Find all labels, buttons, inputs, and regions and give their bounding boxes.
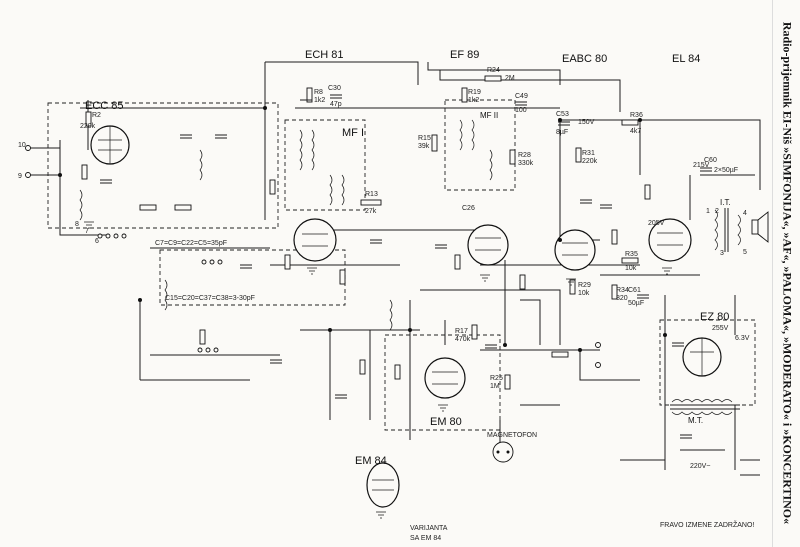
voltage-6v3: 6.3V xyxy=(735,335,750,342)
voltage-255: 255V xyxy=(712,325,729,332)
terminal-7: 7 xyxy=(85,228,89,235)
part-r17: R17 xyxy=(455,328,468,335)
label-cap-group-1: C7=C9=C22=C5=35pF xyxy=(155,240,227,247)
input-terminals xyxy=(25,145,601,368)
part-r2: R2 xyxy=(92,112,101,119)
label-delay-note: FRAVO IZMENE ZADRŽANO! xyxy=(660,520,754,529)
part-r13: R13 xyxy=(365,191,378,198)
tube-eabc80 xyxy=(554,229,596,271)
part-c60: C60 xyxy=(704,157,717,164)
tube-ef89 xyxy=(467,224,509,266)
part-r19-value: 1k2 xyxy=(468,97,479,104)
side-title: Radio-prijemnik EI-Niš »SIMFONIJA«, »AF«… xyxy=(780,21,795,525)
tube-ecc85 xyxy=(90,125,130,165)
part-r31-value: 220k xyxy=(582,158,598,165)
loudspeaker-icon xyxy=(751,211,769,243)
label-mains-voltage: 220V~ xyxy=(690,463,710,470)
part-r13-value: 27k xyxy=(365,208,377,215)
resistors xyxy=(81,75,651,390)
voltage-150: 150V xyxy=(578,119,595,126)
tube-em80 xyxy=(424,357,466,399)
part-r15: R15 xyxy=(418,135,431,142)
ground-symbols xyxy=(84,221,672,519)
terminal-9: 9 xyxy=(18,173,22,180)
capacitors xyxy=(100,94,712,439)
voltage-205: 205V xyxy=(648,220,665,227)
side-title-strip: Radio-prijemnik EI-Niš »SIMFONIJA«, »AF«… xyxy=(772,0,800,547)
part-r19: R19 xyxy=(468,89,481,96)
terminal-3: 3 xyxy=(720,250,724,257)
part-r24-value: 2M xyxy=(505,75,515,82)
coils xyxy=(79,119,741,415)
part-r25: R25 xyxy=(490,375,503,382)
part-c30: C30 xyxy=(328,85,341,92)
part-r28-value: 330k xyxy=(518,160,534,167)
part-r29-value: 10k xyxy=(578,290,590,297)
band-switch xyxy=(97,233,223,353)
label-cap-group-2: C15=C20=C37=C38=3-30pF xyxy=(165,295,255,302)
label-em84: EM 84 xyxy=(355,455,387,467)
magnetofon-jack-icon xyxy=(492,441,514,463)
label-mf1: MF I xyxy=(342,127,364,139)
part-c49-value: 100 xyxy=(515,107,527,114)
tube-ez80 xyxy=(682,337,722,377)
part-r8: R8 xyxy=(314,89,323,96)
label-ez80: EZ 80 xyxy=(700,311,729,323)
label-it: I.T. xyxy=(720,198,731,207)
part-c53: C53 xyxy=(556,111,569,118)
part-c26: C26 xyxy=(462,205,475,212)
part-r34-value: 820 xyxy=(616,295,628,302)
label-mt: M.T. xyxy=(688,416,703,425)
part-c61: C61 xyxy=(628,287,641,294)
part-c30-value: 47p xyxy=(330,101,342,108)
radio-schematic: ECC 85 ECH 81 EF 89 EABC 80 EL 84 EZ 80 … xyxy=(18,49,769,542)
labels: ECC 85 ECH 81 EF 89 EABC 80 EL 84 EZ 80 … xyxy=(18,49,754,542)
tube-ech81 xyxy=(293,218,337,262)
part-r35: R35 xyxy=(625,251,638,258)
terminal-5: 5 xyxy=(743,249,747,256)
label-ef89: EF 89 xyxy=(450,49,479,61)
terminal-1: 1 xyxy=(706,208,710,215)
label-mf2: MF II xyxy=(480,111,498,120)
part-r17-value: 470k xyxy=(455,336,471,343)
terminal-10: 10 xyxy=(18,142,26,149)
part-r2-value: 220k xyxy=(80,123,96,130)
part-r31: R31 xyxy=(582,150,595,157)
voltage-215: 215V xyxy=(693,162,710,169)
label-variant-line2: SA EM 84 xyxy=(410,535,441,542)
part-r36-value: 4k7 xyxy=(630,128,641,135)
label-magnetofon: MAGNETOFON xyxy=(487,432,537,439)
part-r24: R24 xyxy=(487,67,500,74)
junction-dots xyxy=(58,106,667,352)
part-r36: R36 xyxy=(630,112,643,119)
terminal-4: 4 xyxy=(743,210,747,217)
part-c49: C49 xyxy=(515,93,528,100)
part-r34: R34 xyxy=(616,287,629,294)
part-r25-value: 1M xyxy=(490,383,500,390)
tube-el84 xyxy=(648,218,692,262)
label-el84: EL 84 xyxy=(672,53,700,65)
part-c60-value: 2×50µF xyxy=(714,167,738,174)
label-ecc85: ECC 85 xyxy=(85,100,124,112)
wiring xyxy=(28,61,761,476)
part-c53-value: 8µF xyxy=(556,129,568,136)
part-c61-value: 50µF xyxy=(628,300,644,307)
part-r28: R28 xyxy=(518,152,531,159)
terminal-2: 2 xyxy=(715,208,719,215)
terminal-8: 8 xyxy=(75,221,79,228)
label-ech81: ECH 81 xyxy=(305,49,344,61)
label-eabc80: EABC 80 xyxy=(562,53,607,65)
part-r15-value: 39k xyxy=(418,143,430,150)
part-r35-value: 10k xyxy=(625,265,637,272)
label-em80: EM 80 xyxy=(430,416,462,428)
terminal-6: 6 xyxy=(95,238,99,245)
part-r29: R29 xyxy=(578,282,591,289)
tube-em84 xyxy=(366,462,400,508)
part-r8-value: 1k2 xyxy=(314,97,325,104)
label-variant-line1: VARIJANTA xyxy=(410,525,448,532)
